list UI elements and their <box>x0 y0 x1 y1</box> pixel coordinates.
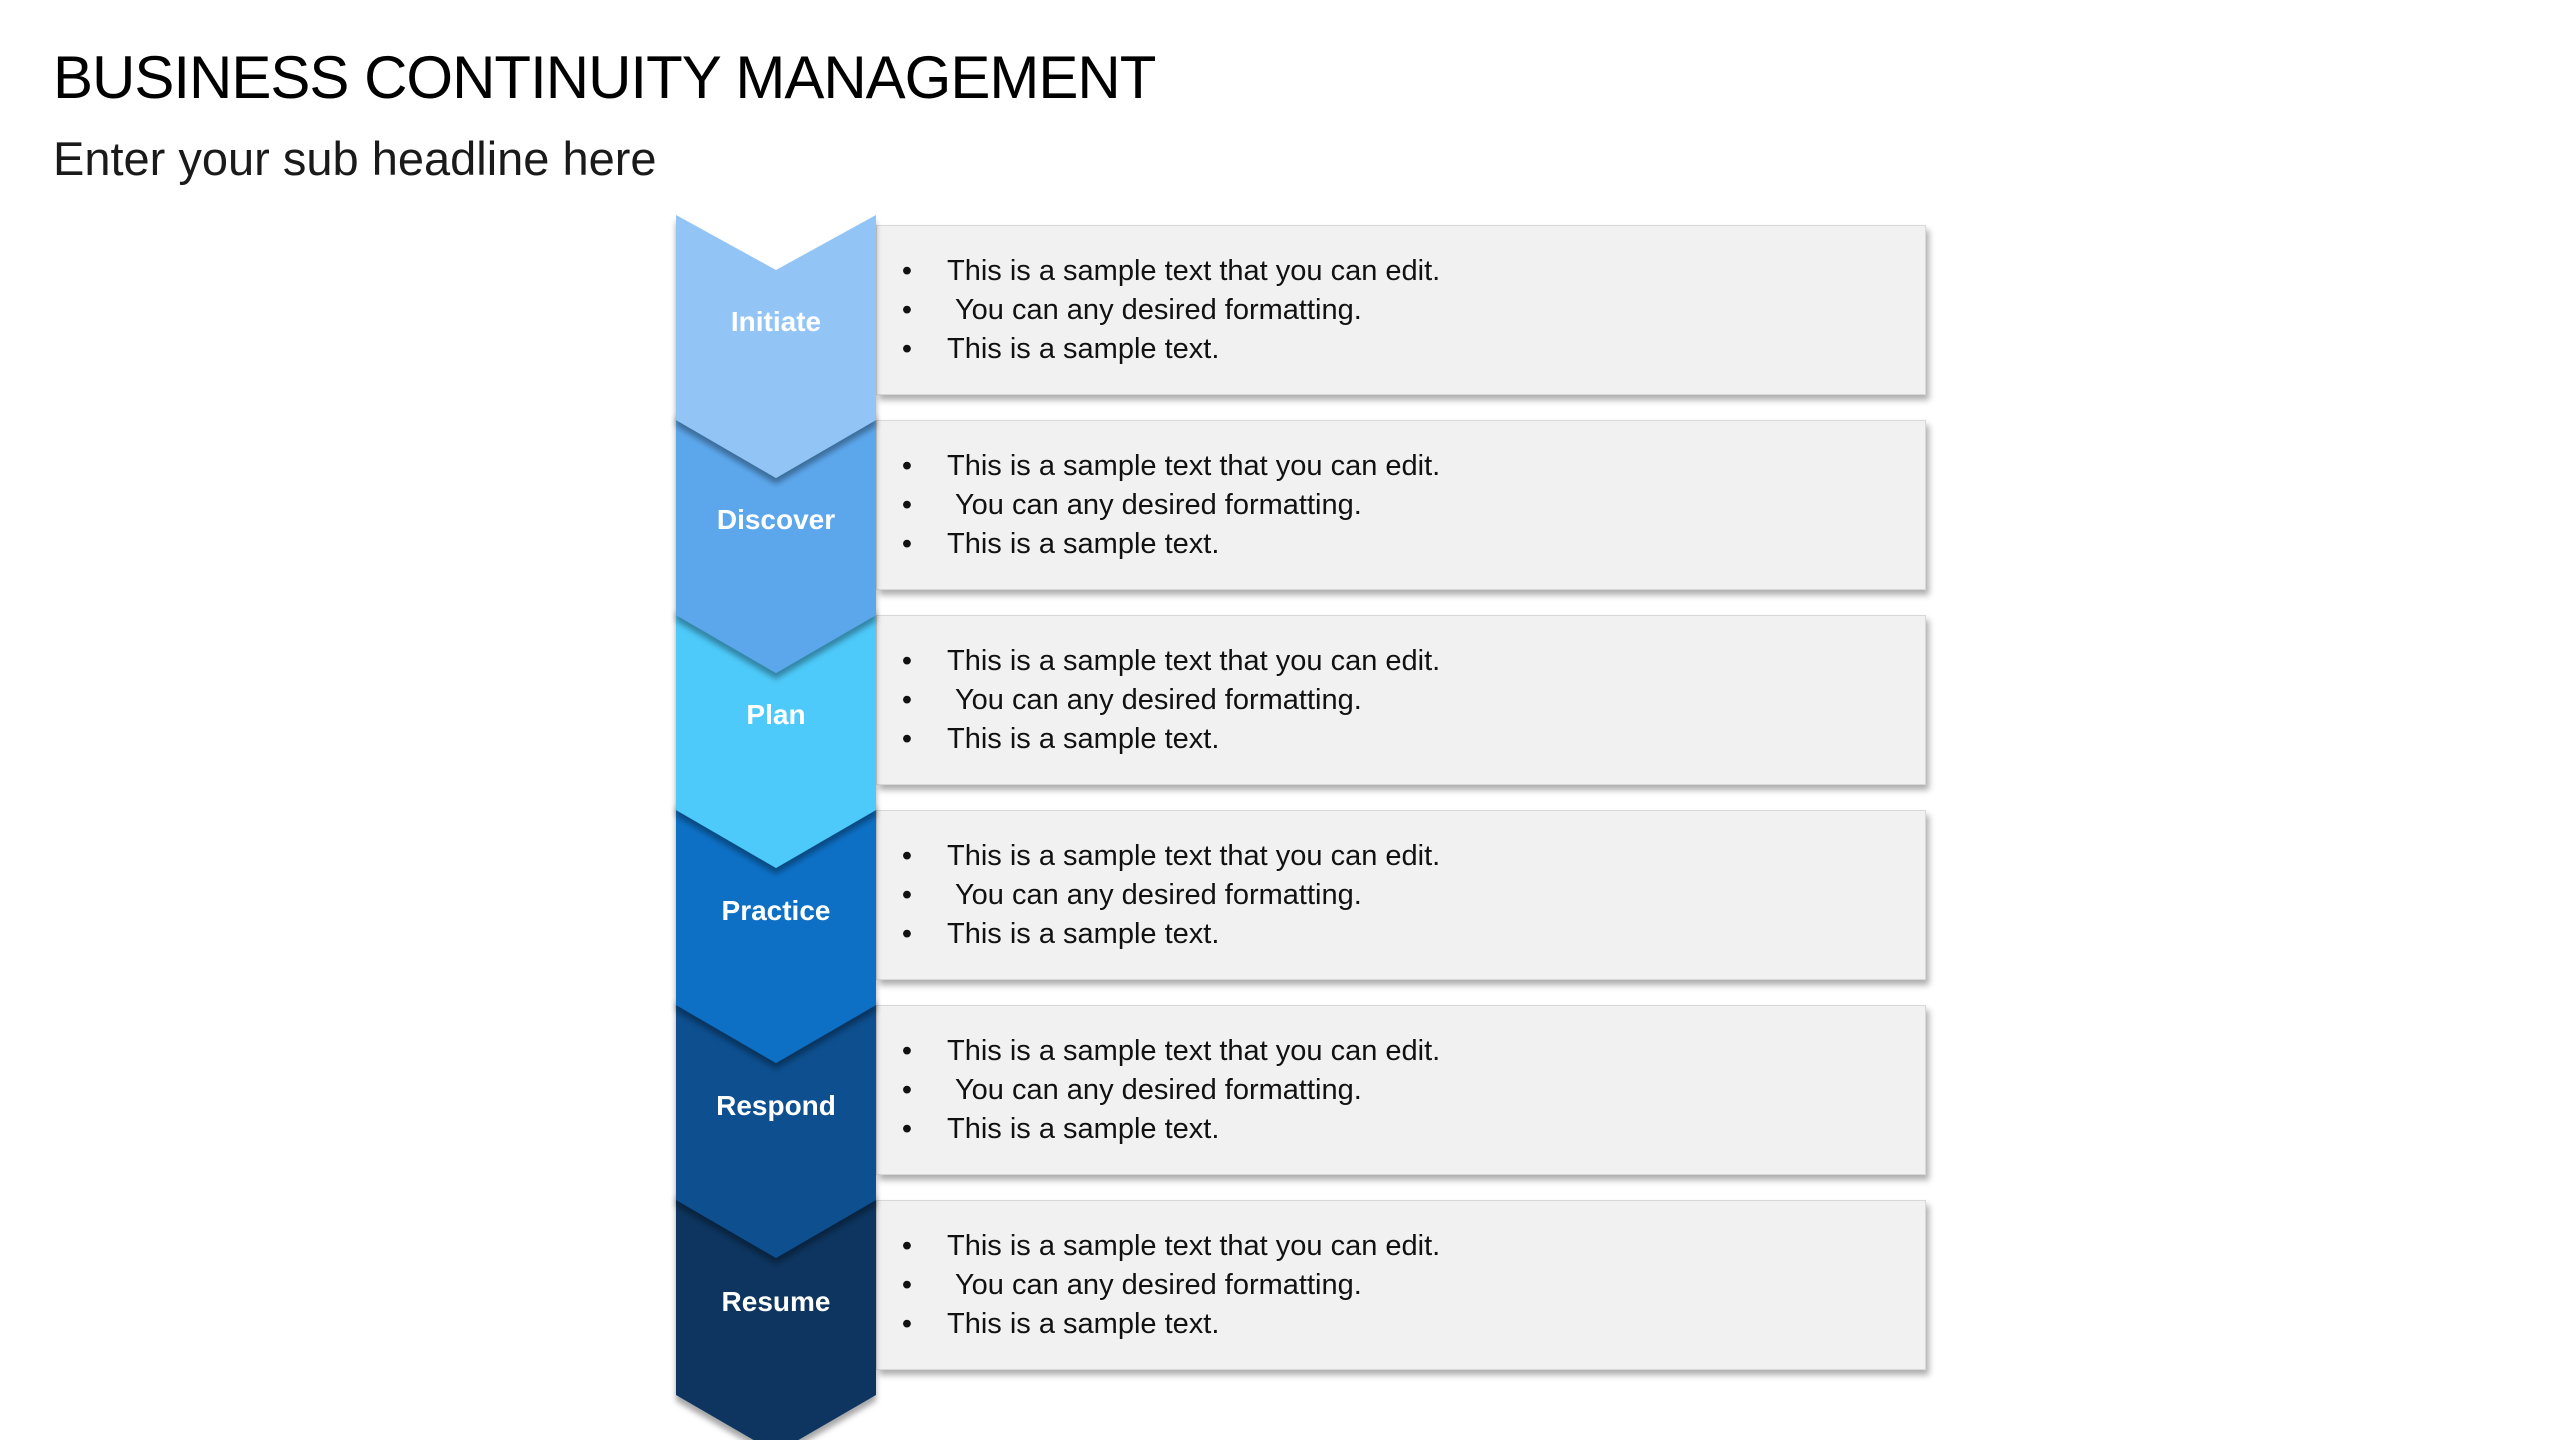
bullet-item: •This is a sample text. <box>897 1110 1440 1149</box>
bullet-item: •You can any desired formatting. <box>897 291 1440 330</box>
chevron-label-practice: Practice <box>721 895 831 926</box>
step-card-respond: •This is a sample text that you can edit… <box>876 1005 1926 1175</box>
chevron-label-resume: Resume <box>721 1286 831 1317</box>
bullet-dot: • <box>901 333 913 365</box>
bullet-item: •You can any desired formatting. <box>897 1071 1440 1110</box>
bullet-list: •This is a sample text that you can edit… <box>897 837 1440 954</box>
bullet-dot: • <box>901 723 913 755</box>
bullet-item: •This is a sample text. <box>897 720 1440 759</box>
bullet-item: •This is a sample text. <box>897 915 1440 954</box>
step-card-resume: •This is a sample text that you can edit… <box>876 1200 1926 1370</box>
chevron-label-discover: Discover <box>716 504 836 535</box>
bullet-dot: • <box>901 255 913 287</box>
bullet-dot: • <box>901 1230 913 1262</box>
bullet-list: •This is a sample text that you can edit… <box>897 1227 1440 1344</box>
bullet-item: •This is a sample text that you can edit… <box>897 252 1440 291</box>
chevron-plan <box>676 605 876 868</box>
bullet-dot: • <box>901 1269 913 1301</box>
bullet-item: •This is a sample text. <box>897 330 1440 369</box>
bullet-item: •This is a sample text that you can edit… <box>897 1227 1440 1266</box>
step-card-initiate: •This is a sample text that you can edit… <box>876 225 1926 395</box>
bullet-dot: • <box>901 840 913 872</box>
chevron-practice <box>676 800 876 1063</box>
step-card-plan: •This is a sample text that you can edit… <box>876 615 1926 785</box>
bullet-item: •This is a sample text that you can edit… <box>897 837 1440 876</box>
page-title: BUSINESS CONTINUITY MANAGEMENT <box>53 44 1156 111</box>
bullet-item: •This is a sample text. <box>897 1305 1440 1344</box>
bullet-dot: • <box>901 1035 913 1067</box>
bullet-dot: • <box>901 1113 913 1145</box>
chevron-label-initiate: Initiate <box>730 306 822 337</box>
bullet-dot: • <box>901 1308 913 1340</box>
bullet-item: •This is a sample text that you can edit… <box>897 642 1440 681</box>
chevron-initiate <box>676 215 876 478</box>
bullet-item: •This is a sample text that you can edit… <box>897 1032 1440 1071</box>
chevron-label-plan: Plan <box>746 699 806 730</box>
page-subtitle: Enter your sub headline here <box>53 132 657 185</box>
bullet-list: •This is a sample text that you can edit… <box>897 1032 1440 1149</box>
bullet-dot: • <box>901 1074 913 1106</box>
bullet-dot: • <box>901 684 913 716</box>
bullet-dot: • <box>901 879 913 911</box>
bullet-item: •You can any desired formatting. <box>897 876 1440 915</box>
bullet-dot: • <box>901 489 913 521</box>
chevron-respond <box>676 995 876 1258</box>
bullet-list: •This is a sample text that you can edit… <box>897 252 1440 369</box>
step-card-discover: •This is a sample text that you can edit… <box>876 420 1926 590</box>
bullet-dot: • <box>901 645 913 677</box>
bullet-dot: • <box>901 294 913 326</box>
bullet-item: •This is a sample text that you can edit… <box>897 447 1440 486</box>
bullet-dot: • <box>901 450 913 482</box>
chevron-discover <box>676 410 876 673</box>
bullet-list: •This is a sample text that you can edit… <box>897 447 1440 564</box>
step-card-practice: •This is a sample text that you can edit… <box>876 810 1926 980</box>
bullet-item: •This is a sample text. <box>897 525 1440 564</box>
bullet-list: •This is a sample text that you can edit… <box>897 642 1440 759</box>
chevron-label-respond: Respond <box>716 1090 836 1121</box>
bullet-item: •You can any desired formatting. <box>897 486 1440 525</box>
bullet-dot: • <box>901 918 913 950</box>
bullet-dot: • <box>901 528 913 560</box>
bullet-item: •You can any desired formatting. <box>897 681 1440 720</box>
bullet-item: •You can any desired formatting. <box>897 1266 1440 1305</box>
chevron-resume <box>676 1190 876 1440</box>
